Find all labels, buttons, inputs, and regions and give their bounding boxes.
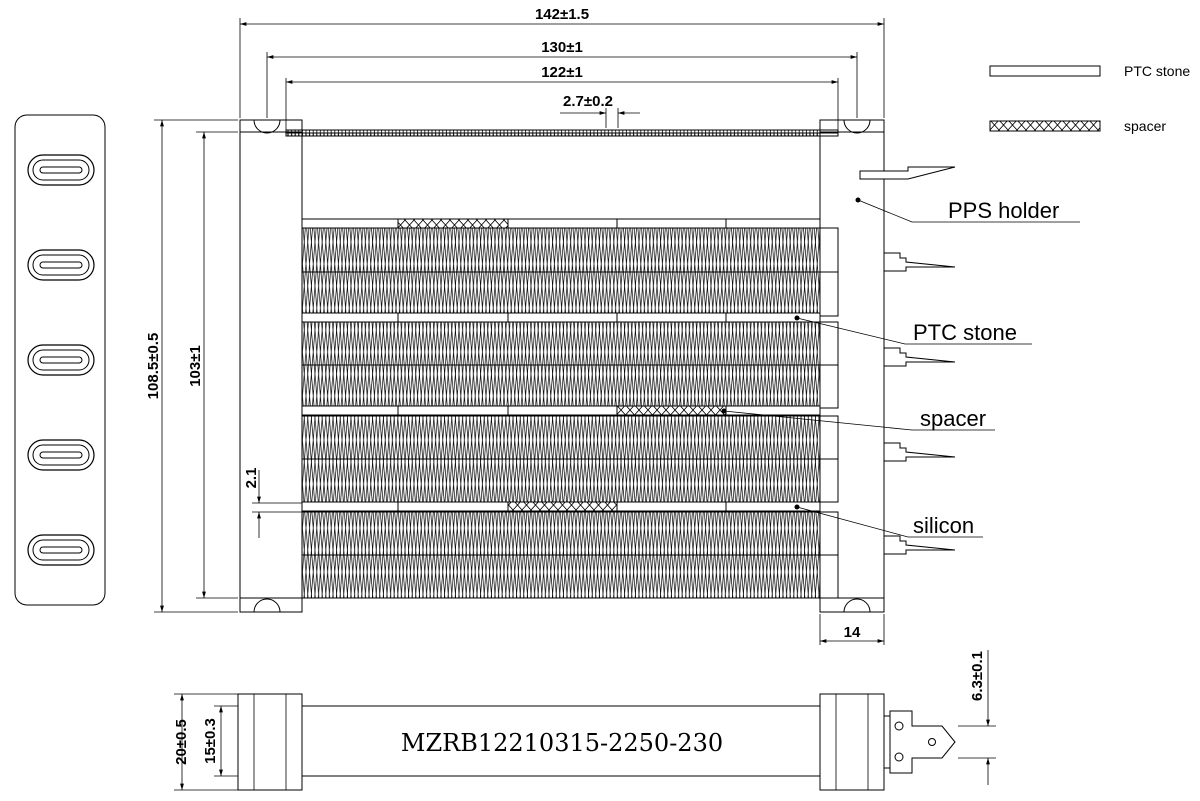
element-height-label: 103±1 — [187, 345, 204, 387]
terminal-pin — [883, 252, 956, 272]
legend-spacer-swatch — [989, 120, 1101, 132]
side-terminal — [889, 710, 956, 774]
side-inner-height-label: 15±0.3 — [202, 718, 219, 764]
overall-width-label: 142±1.5 — [535, 6, 589, 23]
fin-half — [302, 272, 820, 316]
connector-outer — [27, 439, 95, 471]
holder-width-dimension: 14 — [819, 614, 885, 645]
connector-tongue — [39, 356, 83, 364]
spacer-callout: spacer — [920, 406, 986, 431]
fin-half — [302, 512, 820, 555]
side-right-cap — [819, 693, 885, 791]
strip-outline — [301, 405, 821, 416]
terminal-pin — [883, 442, 956, 462]
connector-tongue — [39, 546, 83, 554]
fin-half — [302, 365, 820, 408]
legend-ptc-label: PTC stone — [1124, 63, 1190, 79]
connector-outer — [27, 344, 95, 376]
hole-pitch-label: 130±1 — [541, 39, 583, 56]
fin-half — [302, 416, 820, 459]
terminal-width-label: 6.3±0.1 — [969, 651, 986, 701]
side-left-cap — [237, 693, 303, 791]
terminal-pin — [883, 535, 956, 555]
ptc-stone-callout: PTC stone — [913, 320, 1017, 345]
usb-c-connector — [27, 534, 95, 566]
connector-inner — [32, 349, 90, 371]
right-cap-top-notch — [843, 119, 871, 134]
gap-label: 2.1 — [243, 468, 260, 489]
side-view: MZRB12210315-2250-230 20±0.5 15±0.3 6.3±… — [173, 650, 996, 791]
terminal-pins — [859, 166, 956, 555]
strip-row — [301, 312, 821, 323]
connector-tongue — [39, 166, 83, 174]
left-cap-outline — [239, 119, 303, 613]
connector-outer — [27, 154, 95, 186]
connector-inner — [32, 539, 90, 561]
usb-c-connectors — [27, 154, 95, 566]
fin-block — [301, 321, 839, 409]
strip-row — [301, 501, 821, 512]
right-cap-bottom-notch — [843, 598, 871, 613]
pps-holder-callout: PPS holder — [948, 198, 1059, 223]
side-outer-height-label: 20±0.5 — [173, 719, 190, 765]
fin-half — [286, 130, 820, 133]
strip-row — [301, 405, 821, 416]
model-number: MZRB12210315-2250-230 — [401, 729, 723, 757]
usb-c-connector — [27, 249, 95, 281]
right-end-cap — [819, 119, 885, 613]
left-end-cap — [239, 119, 303, 613]
spacer-width-label: 2.7±0.2 — [563, 93, 613, 110]
fin-block — [301, 415, 839, 503]
connector-strip — [14, 114, 106, 606]
strip-outline — [301, 218, 821, 229]
fin-half — [302, 322, 820, 365]
fin-half — [302, 459, 820, 502]
left-cap-bottom-notch — [253, 598, 281, 613]
silicon-callout: silicon — [913, 513, 974, 538]
left-dimensions: 108.5±0.5 103±1 2.1 — [145, 119, 302, 613]
element-width-label: 122±1 — [541, 64, 583, 81]
fin-half — [286, 133, 820, 136]
connector-outer — [27, 249, 95, 281]
holder-width-label: 14 — [844, 624, 861, 641]
ptc-strips — [301, 218, 821, 512]
connector-inner — [32, 254, 90, 276]
fin-half — [302, 228, 820, 272]
spacer-segment — [616, 405, 727, 416]
usb-c-connector — [27, 344, 95, 376]
legend-ptc-swatch — [989, 65, 1101, 77]
connector-outer — [27, 534, 95, 566]
usb-c-connector — [27, 154, 95, 186]
connector-inner — [32, 444, 90, 466]
left-cap-top-notch — [253, 119, 281, 134]
legend-spacer-label: spacer — [1124, 118, 1166, 134]
callouts: PPS holder PTC stone spacer silicon — [721, 197, 1080, 538]
terminal-pin — [859, 166, 956, 180]
spacer-segment — [397, 218, 509, 229]
connector-tongue — [39, 451, 83, 459]
strip-row — [301, 218, 821, 229]
fin-block — [285, 129, 839, 137]
top-dimensions: 142±1.5 130±1 122±1 2.7±0.2 — [239, 6, 885, 132]
fin-block — [301, 511, 839, 599]
fin-block — [301, 227, 839, 317]
connector-tongue — [39, 261, 83, 269]
terminal-pin — [883, 347, 956, 367]
legend: PTC stone spacer — [989, 63, 1190, 134]
usb-c-connector — [27, 439, 95, 471]
fin-blocks — [285, 129, 839, 599]
connector-strip-outline — [14, 114, 106, 606]
fin-half — [302, 555, 820, 598]
spacer-segment — [507, 501, 618, 512]
overall-height-label: 108.5±0.5 — [145, 333, 162, 400]
right-cap-outline — [819, 119, 885, 613]
connector-inner — [32, 159, 90, 181]
strip-outline — [301, 312, 821, 323]
